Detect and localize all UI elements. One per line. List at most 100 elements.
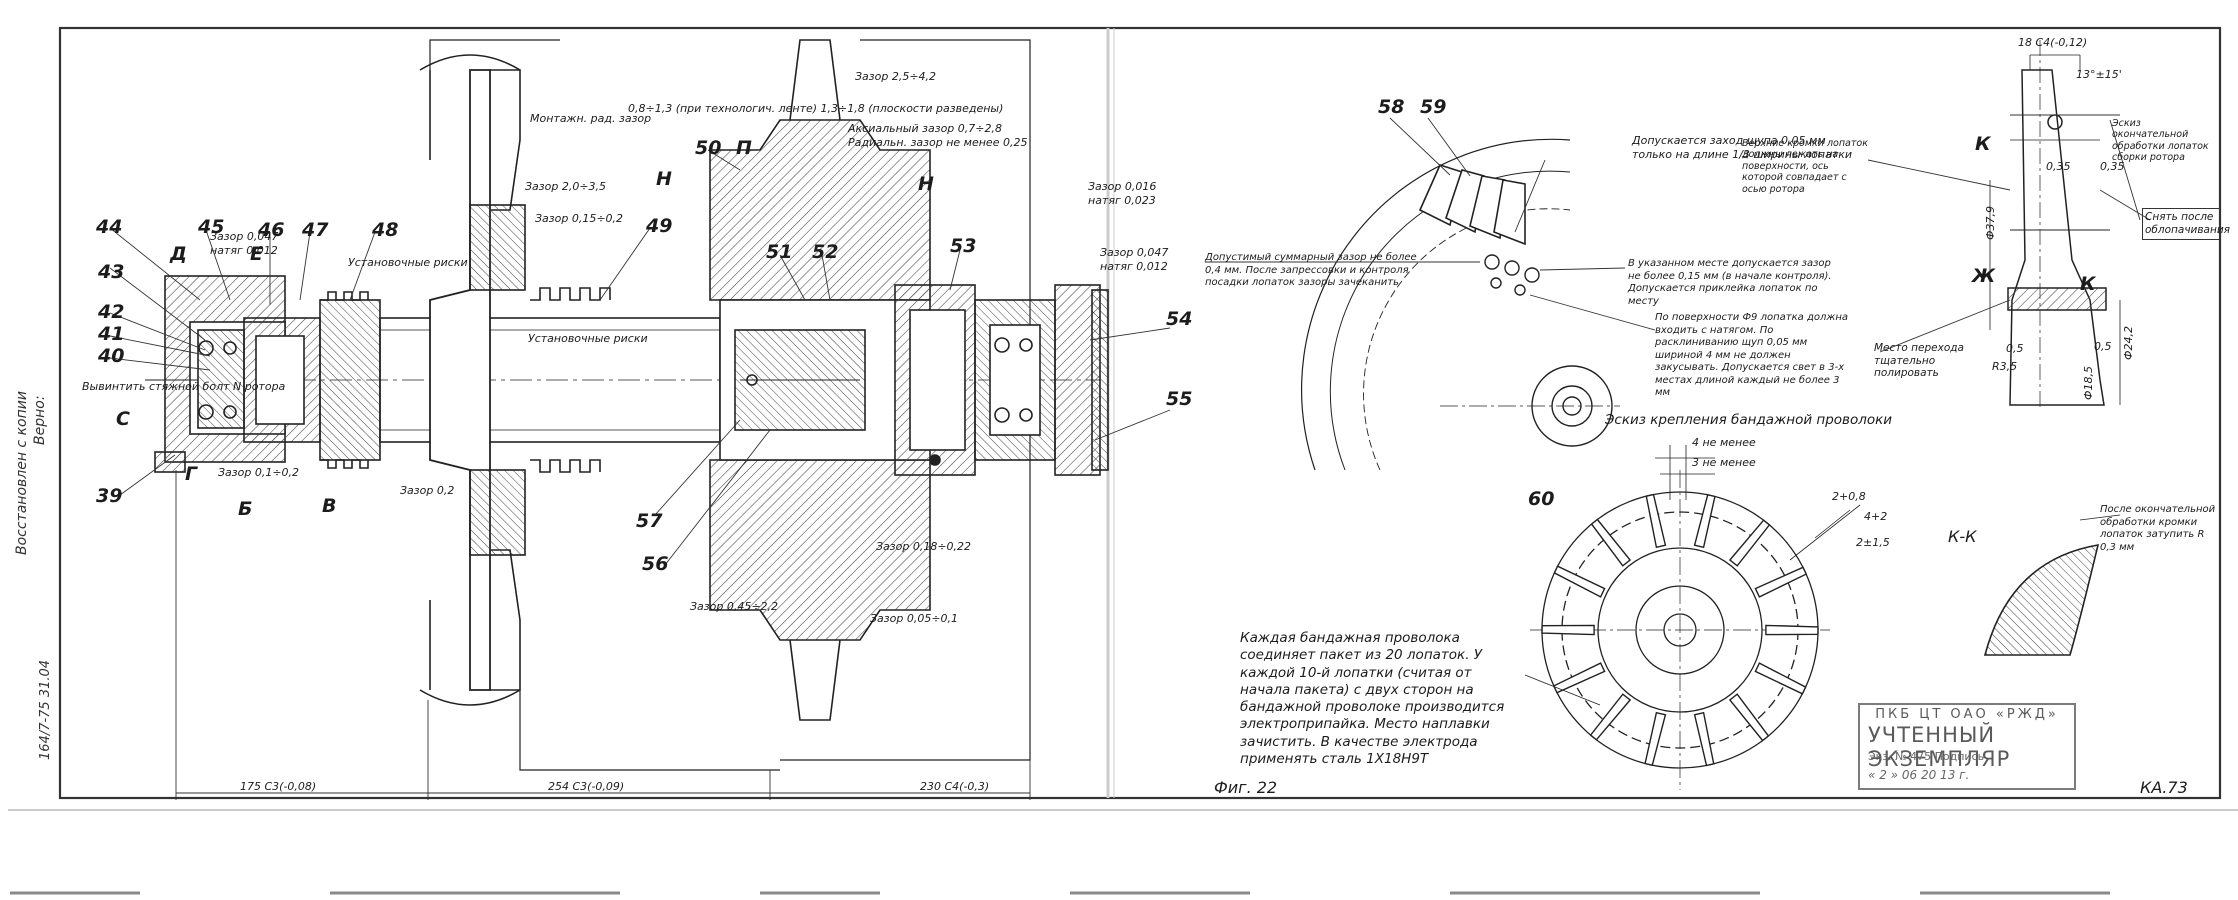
letter-e: Е [250,243,263,265]
blade-profile-kk [1983,40,2121,656]
dim-254: 254 С3(-0,09) [548,780,624,793]
radial-blade [1644,711,1667,767]
note-install-risks: Установочные риски [348,256,468,269]
callout-leaders [109,149,1171,566]
note-gap-045-22: Зазор 0,45÷2,2 [690,600,778,613]
note-tension-023: натяг 0,023 [1088,194,1156,207]
callout-39: 39 [96,485,122,507]
note-remove-after-box: Снять после облопачивания [2142,208,2230,241]
callout-51: 51 [766,241,792,263]
callout-55: 55 [1166,388,1192,410]
rotor-assembly-section [145,39,1109,771]
note-min-3: 3 не менее [1692,456,1756,469]
note-place-gap-box: В указанном месте допускается зазор не б… [1628,258,1832,307]
letter-b: Б [238,498,252,520]
letter-p: П [736,137,752,159]
dimension-lines [175,470,1031,800]
radial-blades [1541,493,1819,767]
note-gap-values: 0,8÷1,3 (при технологич. ленте) 1,3÷1,8 … [628,102,1003,115]
note-place-gap: В указанном месте допускается зазор не б… [1628,258,1832,307]
note-mount-gap: Монтажн. рад. зазор [530,112,651,125]
note-surface: По поверхности Ф9 лопатка должна входить… [1655,312,1849,398]
callout-52: 52 [812,241,838,263]
stamp-date: « 2 » 06 20 13 г. [1868,768,1970,782]
callout-46: 46 [257,219,284,241]
side-code: 164/7-75 31.04 [38,659,53,760]
dim-4-2: 4+2 [1864,510,1887,523]
letter-c: С [116,408,130,430]
note-axial-gap: Аксиальный зазор 0,7÷2,8 [847,122,1002,135]
registered-copy-stamp: ПКБ ЦТ ОАО «РЖД» УЧТЕННЫЙ ЭКЗЕМПЛЯР Экз.… [1858,703,2076,790]
radial-blade [1765,624,1819,636]
bandage-wire-sketch [1524,445,1861,790]
note-gap-01-02: Зазор 0,1÷0,2 [218,466,299,479]
letter-n-left: Н [656,168,672,190]
note-install-risks-2: Установочные риски [528,332,648,345]
title-wire-sketch: Эскиз крепления бандажной проволоки [1604,412,1892,428]
note-total-gap: Допустимый суммарный зазор не более 0,4 … [1205,252,1417,288]
dim-d185: Ф18,5 [2082,366,2095,400]
sheet-code: КА.73 [2140,778,2188,797]
note-radial-gap: Радиальн. зазор не менее 0,25 [848,136,1027,149]
dim-18: 18 С4(-0,12) [2018,36,2087,49]
note-wire-text-box: Каждая бандажная проволока соединяет пак… [1240,630,1504,767]
note-transition: Место перехода тщательно полировать [1874,342,1964,380]
note-gap-25-42: Зазор 2,5÷4,2 [855,70,936,83]
dim-angle: 13°±15' [2076,68,2122,81]
dim-2-8: 2+0,8 [1832,490,1866,503]
sheet-frame [8,26,2238,811]
note-transition-box: Место перехода тщательно полировать [1874,342,1964,379]
dim-d24: Ф24,2 [2122,326,2135,360]
callout-43: 43 [97,261,124,283]
radial-blade [1553,565,1606,598]
callout-58: 58 [1378,96,1404,118]
dim-2-15: 2±1,5 [1856,536,1890,549]
callout-57: 57 [636,510,663,532]
letter-g: Г [185,463,198,485]
callout-40: 40 [97,345,124,367]
note-allowed-gap-box: Допускается заход щупа 0,05 мм только на… [1632,134,1852,161]
note-sketch-final: Эскиз окончательной обработки лопаток сб… [2112,118,2209,164]
dim-r35: R3,5 [1992,360,2017,373]
callout-49: 49 [645,215,672,237]
letter-n-right: Н [918,173,934,195]
note-gap-005: Зазор 0,05÷0,1 [870,612,958,625]
dim-05-a: 0,5 [2006,342,2024,355]
callout-44: 44 [95,216,122,238]
stamp-org: ПКБ ЦТ ОАО «РЖД» [1875,707,2059,722]
dim-175: 175 С3(-0,08) [240,780,316,793]
note-upper-edges: Верхние кромки лопаток должны лежать на … [1742,138,1868,195]
note-min-4: 4 не менее [1692,436,1756,449]
note-upper-edges-box: Верхние кромки лопаток должны лежать на … [1742,138,1868,195]
radial-blade [1590,518,1632,567]
note-surface-box: По поверхности Ф9 лопатка должна входить… [1655,312,1848,398]
radial-blade [1728,693,1770,742]
side-note-verified: Верно: [32,395,48,445]
radial-blade [1728,519,1771,567]
dim-035-b: 0,35 [2100,160,2125,173]
callout-60: 60 [1528,488,1554,510]
stamp-copy-number: Экз. № 475 Подпись [1868,750,1985,763]
radial-blade [1589,693,1632,741]
dim-035-a: 0,35 [2046,160,2071,173]
note-gap-016: Зазор 0,016 [1088,180,1156,193]
callout-59: 59 [1420,96,1446,118]
radial-blade [1552,662,1606,694]
note-gap-047-right: Зазор 0,047 [1100,246,1168,259]
kk-leaders [1867,114,2151,353]
note-gap-02: Зазор 0,2 [400,484,454,497]
stamp-title: УЧТЕННЫЙ ЭКЗЕМПЛЯР [1868,723,2011,771]
note-tension-012-left: натяг 0,012 [210,244,278,257]
callout-53: 53 [950,235,976,257]
note-gap-047-left: Зазор 0,047 [210,230,278,243]
callout-54: 54 [1166,308,1192,330]
letter-zh: Ж [1970,265,1996,287]
note-remove-after: Снять после облопачивания [2142,208,2230,241]
note-gap-018-022: Зазор 0,18÷0,22 [876,540,971,553]
letter-d: Д [169,243,187,265]
side-note-restored: Восстановлен с копии [14,391,30,555]
dim-230: 230 С4(-0,3) [920,780,989,793]
figure-label: Фиг. 22 [1214,778,1277,797]
